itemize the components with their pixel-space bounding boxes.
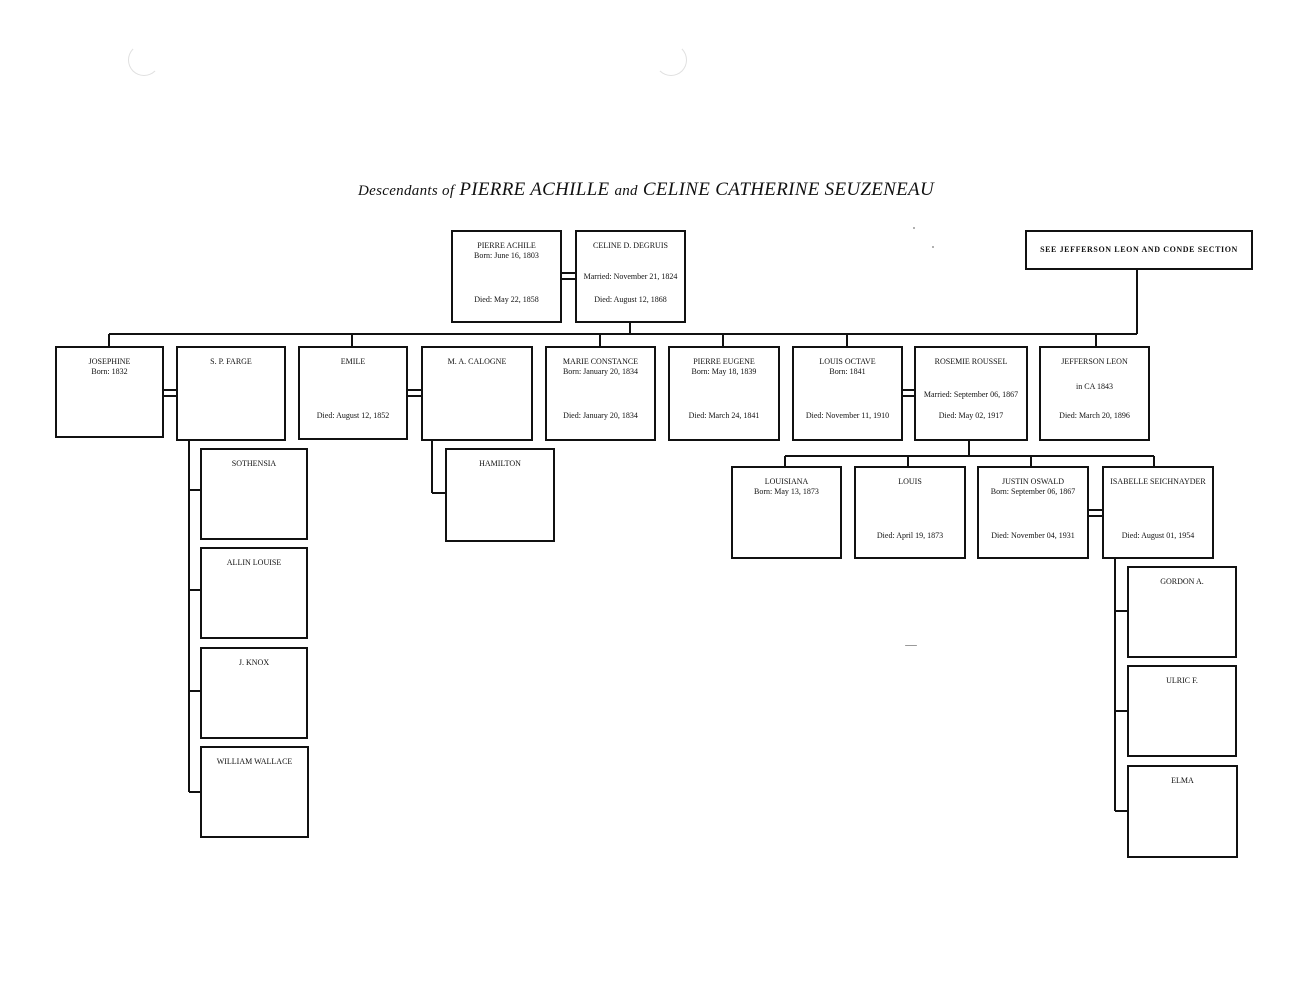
person-box-louis-octave: LOUIS OCTAVE Born: 1841 Died: November 1…: [792, 346, 903, 441]
person-died: Died: January 20, 1834: [563, 411, 638, 420]
person-box-emile: EMILE Died: August 12, 1852: [298, 346, 408, 440]
person-name: JOSEPHINE: [88, 357, 131, 366]
person-box-elma: ELMA: [1127, 765, 1238, 858]
person-died: Died: May 02, 1917: [938, 411, 1004, 420]
person-name: ELMA: [1171, 776, 1194, 785]
person-box-jefferson-leon: JEFFERSON LEON in CA 1843 Died: March 20…: [1039, 346, 1150, 441]
person-box-gordon-a: GORDON A.: [1127, 566, 1237, 658]
person-died: Died: August 12, 1868: [594, 295, 667, 304]
person-born: Born: June 16, 1803: [474, 251, 539, 260]
person-box-louisiana: LOUISIANA Born: May 13, 1873: [731, 466, 842, 559]
person-name: WILLIAM WALLACE: [216, 757, 293, 766]
person-name: LOUISIANA: [764, 477, 809, 486]
title-names: PIERRE ACHILLE: [459, 179, 610, 200]
person-name: ROSEMIE ROUSSEL: [934, 357, 1008, 366]
person-box-j-knox: J. KNOX: [200, 647, 308, 739]
person-died: Died: August 12, 1852: [316, 411, 390, 420]
person-name: LOUIS OCTAVE: [819, 357, 876, 366]
person-box-josephine: JOSEPHINE Born: 1832: [55, 346, 164, 438]
person-box-ulric-f: ULRIC F.: [1127, 665, 1237, 757]
title-conjunction: and: [614, 183, 638, 199]
person-name: PIERRE ACHILE: [477, 241, 536, 250]
see-section-note: SEE JEFFERSON LEON AND CONDE SECTION: [1025, 230, 1253, 270]
scan-speck: [932, 246, 934, 248]
person-box-sp-farge: S. P. FARGE: [176, 346, 286, 441]
person-died: Died: May 22, 1858: [474, 295, 539, 304]
person-box-marie-constance: MARIE CONSTANCE Born: January 20, 1834 D…: [545, 346, 656, 441]
person-born: Born: May 18, 1839: [691, 367, 757, 376]
person-box-ma-calogne: M. A. CALOGNE: [421, 346, 533, 441]
page-corner-mark: [655, 44, 687, 76]
person-died: Died: November 11, 1910: [805, 411, 890, 420]
person-name: S. P. FARGE: [210, 357, 252, 366]
chart-title: Descendants of PIERRE ACHILLE and CELINE…: [0, 179, 1292, 201]
person-box-hamilton: HAMILTON: [445, 448, 555, 542]
person-name: EMILE: [340, 357, 366, 366]
person-box-rosemie-roussel: ROSEMIE ROUSSEL Married: September 06, 1…: [914, 346, 1028, 441]
person-died: Died: March 24, 1841: [688, 411, 760, 420]
person-died: Died: March 20, 1896: [1059, 411, 1130, 420]
person-name: GORDON A.: [1160, 577, 1204, 586]
person-born: in CA 1843: [1076, 382, 1113, 391]
person-born: Born: January 20, 1834: [562, 367, 639, 376]
person-name: LOUIS: [898, 477, 922, 486]
person-box-pierre-eugene: PIERRE EUGENE Born: May 18, 1839 Died: M…: [668, 346, 780, 441]
page-corner-mark: [128, 44, 160, 76]
person-name: MARIE CONSTANCE: [562, 357, 639, 366]
person-box-william-wallace: WILLIAM WALLACE: [200, 746, 309, 838]
person-name: PIERRE EUGENE: [693, 357, 755, 366]
person-box-celine-degruis: CELINE D. DeGRUIS Married: November 21, …: [575, 230, 686, 323]
person-name: M. A. CALOGNE: [447, 357, 507, 366]
person-married: Married: September 06, 1867: [923, 390, 1019, 399]
person-box-louis: LOUIS Died: April 19, 1873: [854, 466, 966, 559]
person-name: ULRIC F.: [1166, 676, 1198, 685]
scan-speck: [905, 645, 917, 646]
person-died: Died: August 01, 1954: [1121, 531, 1195, 540]
person-name: CELINE D. DeGRUIS: [593, 241, 668, 250]
person-name: ISABELLE SEICHNAYDER: [1110, 477, 1206, 486]
person-box-sothensia: SOTHENSIA: [200, 448, 308, 540]
person-box-isabelle-seichnayder: ISABELLE SEICHNAYDER Died: August 01, 19…: [1102, 466, 1214, 559]
person-born: Born: May 13, 1873: [754, 487, 819, 496]
person-name: JUSTIN OSWALD: [1002, 477, 1064, 486]
person-died: Died: November 04, 1931: [991, 531, 1075, 540]
person-born: Born: 1832: [91, 367, 128, 376]
person-name: J. KNOX: [238, 658, 270, 667]
scan-speck: [913, 227, 915, 229]
person-married: Married: November 21, 1824: [583, 272, 678, 281]
person-box-allin-louise: ALLIN LOUISE: [200, 547, 308, 639]
person-box-justin-oswald: JUSTIN OSWALD Born: September 06, 1867 D…: [977, 466, 1089, 559]
person-died: Died: April 19, 1873: [876, 531, 944, 540]
person-name: JEFFERSON LEON: [1061, 357, 1128, 366]
person-name: SOTHENSIA: [231, 459, 277, 468]
person-born: Born: 1841: [829, 367, 866, 376]
person-name: ALLIN LOUISE: [226, 558, 282, 567]
title-prefix: Descendants of: [358, 183, 455, 199]
person-born: Born: September 06, 1867: [990, 487, 1076, 496]
person-box-pierre-achile: PIERRE ACHILE Born: June 16, 1803 Died: …: [451, 230, 562, 323]
person-name: HAMILTON: [479, 459, 521, 468]
title-names-2: CELINE CATHERINE SEUZENEAU: [642, 179, 934, 200]
